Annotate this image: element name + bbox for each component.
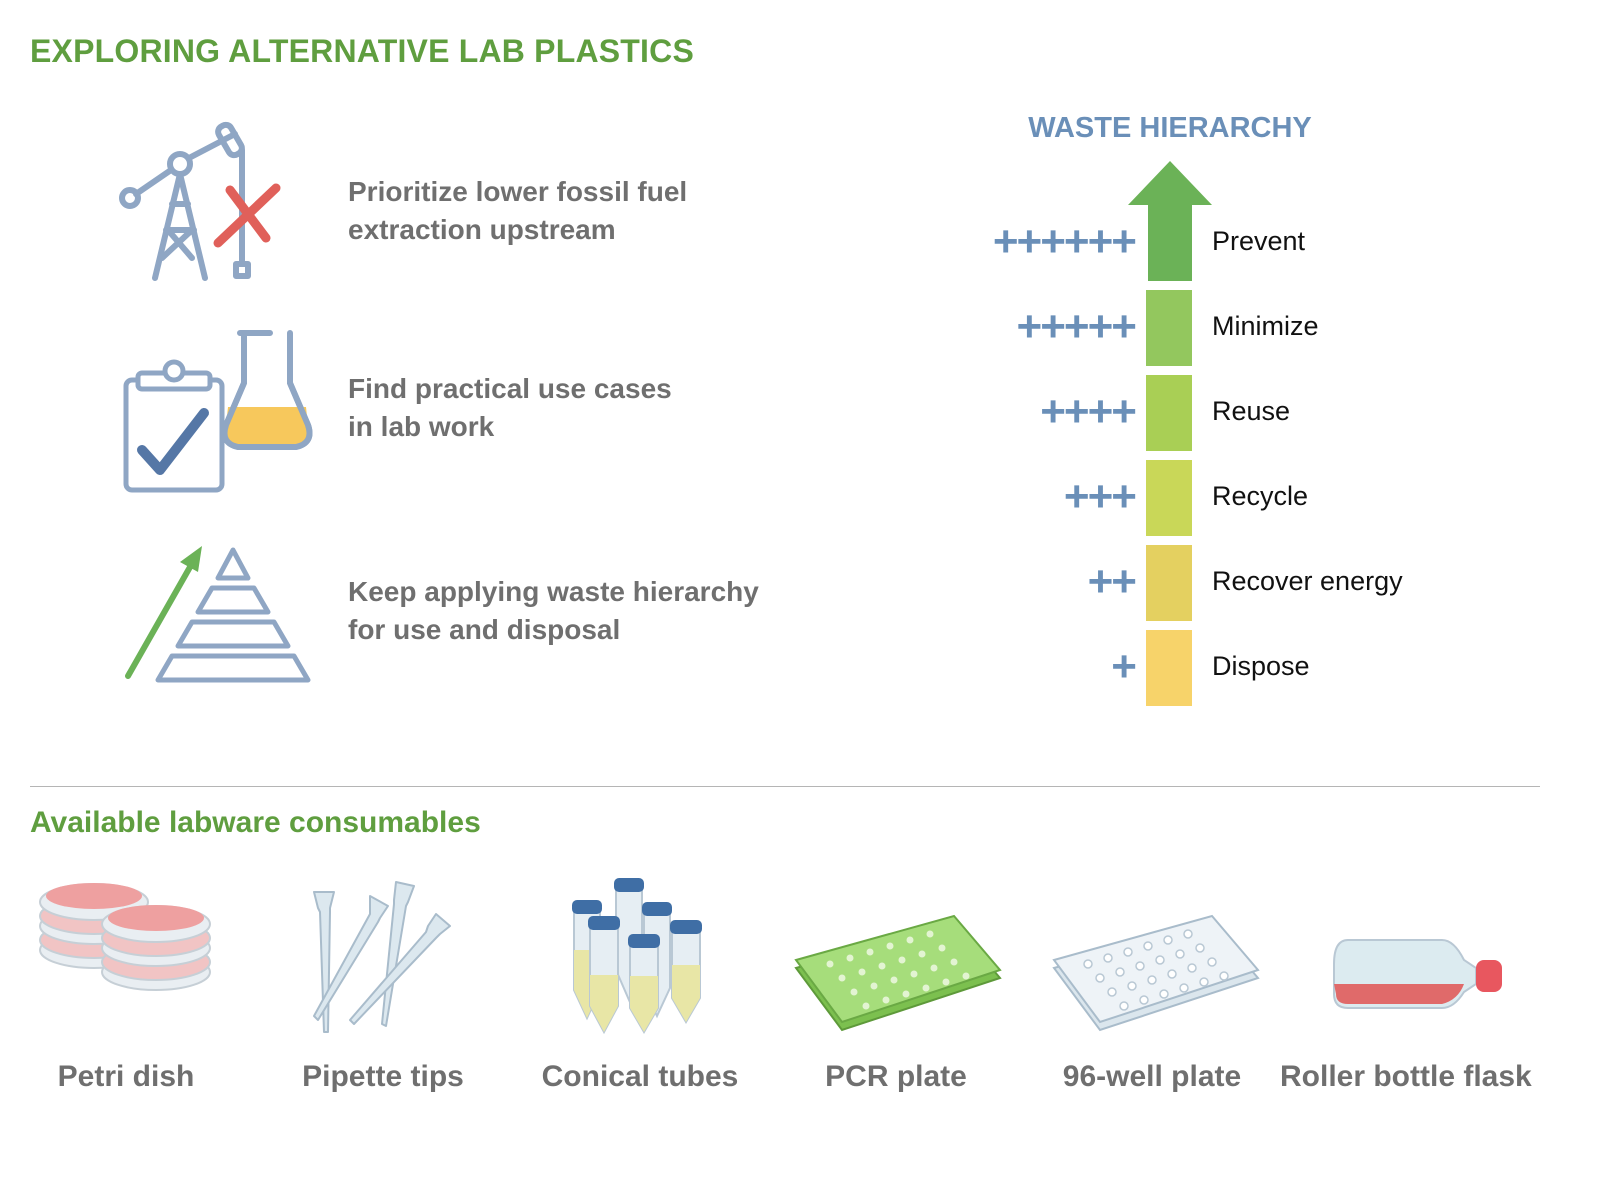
roller-bottle-label: Roller bottle flask bbox=[1280, 1060, 1532, 1093]
reuse-plus: ++++ bbox=[1040, 387, 1137, 436]
dispose-plus: + bbox=[1111, 642, 1137, 691]
reuse-block bbox=[1146, 375, 1192, 451]
strategy-2-line2: in lab work bbox=[348, 411, 495, 442]
waste-hierarchy-title: WASTE HIERARCHY bbox=[1028, 112, 1312, 144]
strategy-3-text: Keep applying waste hierarchy for use an… bbox=[348, 573, 759, 649]
recover-energy-label: Recover energy bbox=[1212, 566, 1403, 596]
page-title: EXPLORING ALTERNATIVE LAB PLASTICS bbox=[30, 33, 695, 69]
strategy-1-line1: Prioritize lower fossil fuel bbox=[348, 176, 688, 207]
pcr-plate-label: PCR plate bbox=[825, 1060, 967, 1093]
consumables-title: Available labware consumables bbox=[30, 806, 481, 839]
prevent-arrow bbox=[1128, 161, 1212, 281]
prevent-plus: ++++++ bbox=[992, 217, 1137, 266]
well-plate-label: 96-well plate bbox=[1062, 1060, 1242, 1093]
pyramid-arrow-icon bbox=[125, 546, 311, 683]
strategy-1-line2: extraction upstream bbox=[348, 214, 616, 245]
dispose-block bbox=[1146, 630, 1192, 706]
recover-energy-block bbox=[1146, 545, 1192, 621]
well-plate-icon bbox=[1052, 914, 1260, 1032]
prevent-label: Prevent bbox=[1212, 226, 1306, 256]
recycle-block bbox=[1146, 460, 1192, 536]
minimize-plus: +++++ bbox=[1016, 302, 1137, 351]
minimize-block bbox=[1146, 290, 1192, 366]
petri-dish-icon bbox=[39, 883, 211, 991]
pcr-plate-icon bbox=[794, 914, 1002, 1032]
oil-pump-icon bbox=[119, 121, 281, 281]
strategy-3-line1: Keep applying waste hierarchy bbox=[348, 576, 759, 607]
recover-energy-plus: ++ bbox=[1087, 557, 1137, 606]
pipette-tips-icon bbox=[313, 881, 451, 1033]
strategy-1-text: Prioritize lower fossil fuel extraction … bbox=[348, 173, 687, 249]
recycle-plus: +++ bbox=[1063, 472, 1137, 521]
dispose-label: Dispose bbox=[1212, 651, 1310, 681]
conical-tubes-icon bbox=[572, 878, 702, 1035]
pipette-tips-label: Pipette tips bbox=[302, 1060, 464, 1093]
reuse-label: Reuse bbox=[1212, 396, 1291, 426]
conical-tubes-label: Conical tubes bbox=[541, 1060, 739, 1093]
section-divider bbox=[30, 786, 1540, 787]
roller-bottle-icon bbox=[1333, 939, 1502, 1009]
petri-dish-label: Petri dish bbox=[57, 1060, 195, 1093]
minimize-label: Minimize bbox=[1212, 311, 1319, 341]
strategy-2-line1: Find practical use cases bbox=[348, 373, 672, 404]
strategy-3-line2: for use and disposal bbox=[348, 614, 621, 645]
recycle-label: Recycle bbox=[1212, 481, 1309, 511]
clipboard-flask-icon bbox=[123, 330, 313, 493]
waste-hierarchy-bar bbox=[1128, 161, 1212, 706]
strategy-2-text: Find practical use cases in lab work bbox=[348, 370, 672, 446]
